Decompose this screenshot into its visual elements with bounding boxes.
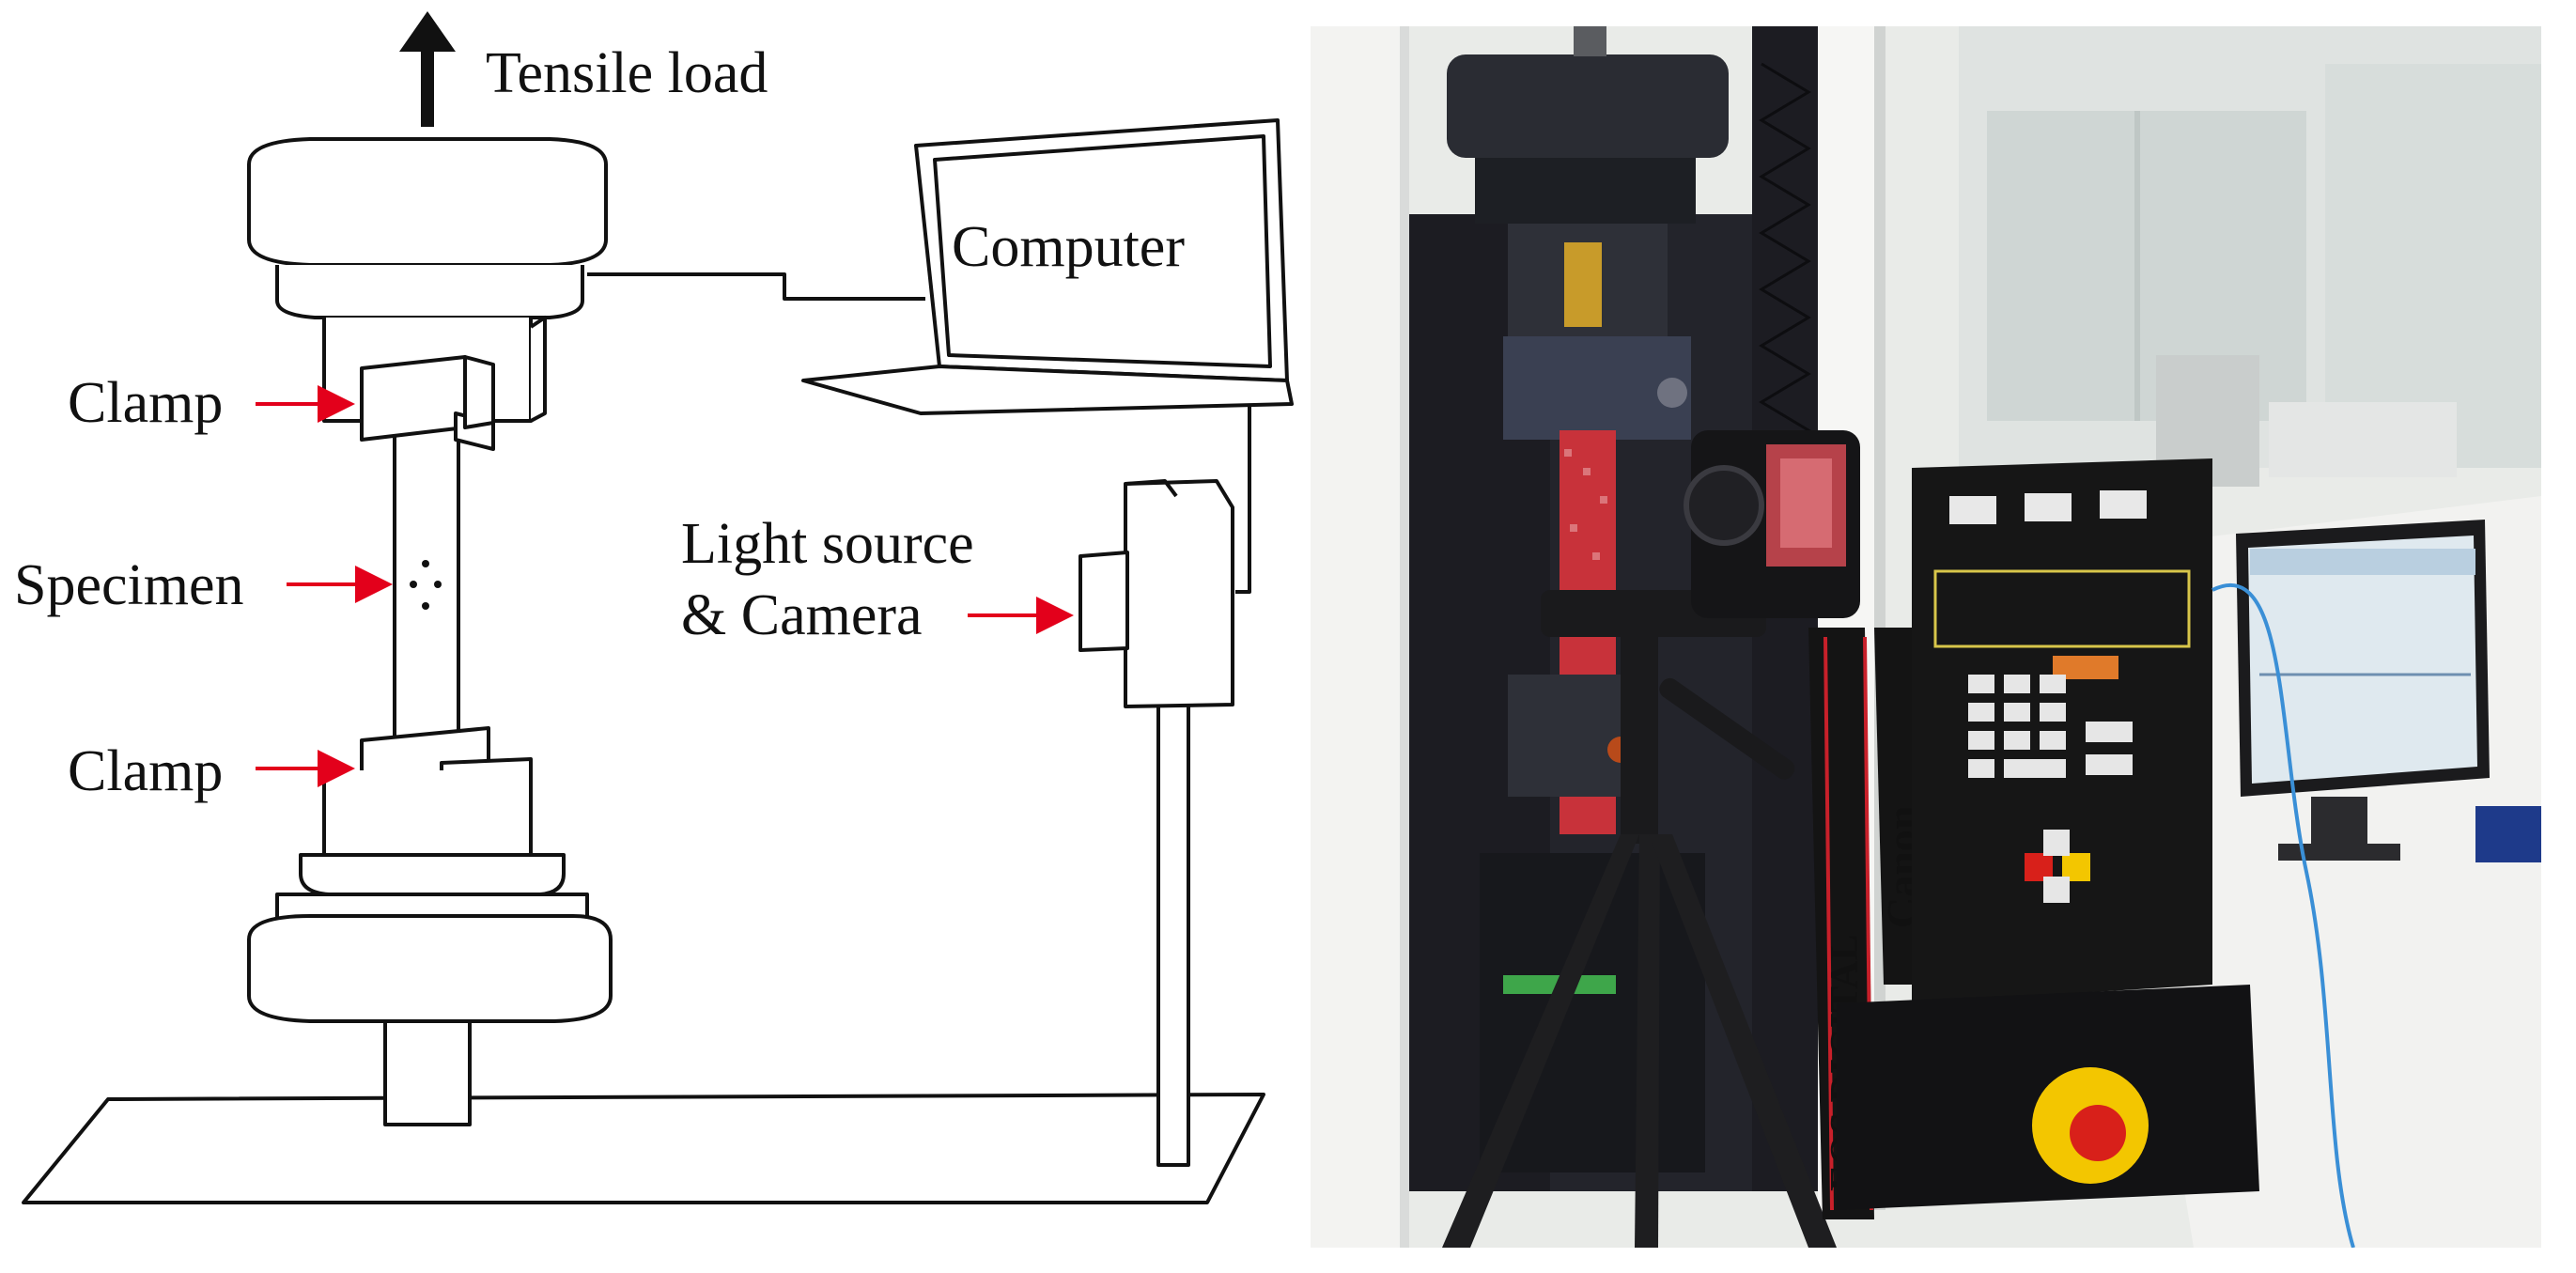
- network-cable: [2211, 582, 2355, 1248]
- speckle-dots: [410, 560, 442, 610]
- camera-label: & Camera: [681, 583, 923, 647]
- tensile-load-label: Tensile load: [486, 41, 768, 105]
- camera-stand-pole: [1156, 698, 1190, 1167]
- base-plate: [22, 1093, 1265, 1204]
- specimen-label: Specimen: [14, 553, 244, 617]
- top-crosshead: [247, 137, 608, 267]
- control-panel: [1912, 458, 2212, 1003]
- lab-photo: EOS DIGITAL Canon: [1311, 26, 2541, 1248]
- cable-computer-camera: [1235, 404, 1251, 594]
- camera-lens: [1079, 551, 1129, 652]
- clamp-bottom-label: Clamp: [68, 739, 224, 803]
- schematic-panel: Tensile load Computer Clamp Specimen Cla…: [14, 11, 1294, 1204]
- pillar-left: [1311, 26, 1400, 1248]
- canon-camera: [1684, 430, 1860, 618]
- tripod: [1442, 590, 1837, 1248]
- computer-base: [801, 365, 1294, 415]
- bottom-grip-housing: [322, 770, 533, 857]
- camera-box: [1124, 479, 1234, 708]
- top-clamp: [360, 355, 467, 442]
- load-cell: [1447, 54, 1729, 158]
- lab-photo-drawing: EOS DIGITAL Canon: [1311, 26, 2541, 1248]
- lab-monitor: [2236, 520, 2490, 861]
- light-source-label: Light source: [681, 512, 974, 576]
- computer-label: Computer: [952, 215, 1185, 279]
- cable-crosshead-computer: [587, 272, 925, 301]
- blue-box: [2475, 806, 2541, 862]
- base-column: [383, 1019, 472, 1126]
- clamp-top-label: Clamp: [68, 371, 224, 435]
- schematic-drawing: [22, 11, 1294, 1204]
- specimen-strip: [393, 393, 460, 772]
